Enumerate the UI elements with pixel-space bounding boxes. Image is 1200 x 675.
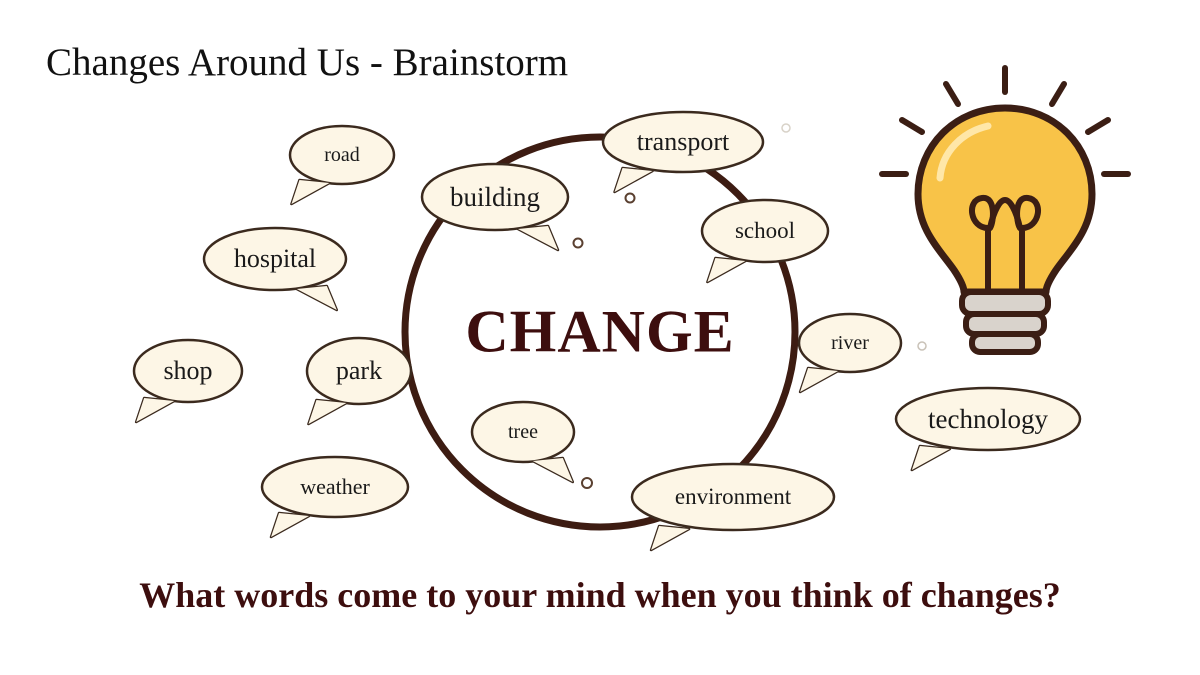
bubble-label: building <box>449 181 540 212</box>
speech-bubble-shape <box>797 312 903 394</box>
ring-dot <box>581 477 593 489</box>
speech-bubble-shape <box>288 124 396 206</box>
bubble-label: river <box>831 331 869 354</box>
ring-dot <box>624 192 636 204</box>
speech-bubble-technology: technology <box>894 386 1082 472</box>
speech-bubble-school: school <box>700 198 830 284</box>
bubble-label: weather <box>300 474 370 499</box>
speech-bubble-weather: weather <box>260 455 410 539</box>
ring-dot <box>781 123 791 133</box>
bubble-label: hospital <box>233 244 317 273</box>
bubble-label: road <box>324 143 360 166</box>
bubble-label: environment <box>674 484 792 509</box>
speech-bubble-shape <box>132 338 244 424</box>
bubble-label: park <box>335 356 383 385</box>
bubble-label: tree <box>508 420 538 443</box>
speech-bubble-river: river <box>797 312 903 394</box>
speech-bubble-shape <box>260 455 410 539</box>
speech-bubble-shape <box>305 336 413 426</box>
center-word: CHANGE <box>465 298 735 365</box>
speech-bubble-road: road <box>288 124 396 206</box>
speech-bubble-shape <box>601 110 765 194</box>
bubble-label: transport <box>636 127 730 156</box>
speech-bubble-shape <box>700 198 830 284</box>
speech-bubble-building: building <box>420 162 570 252</box>
ring-dot <box>572 237 584 249</box>
speech-bubble-tree: tree <box>470 400 576 484</box>
speech-bubble-hospital: hospital <box>202 226 348 312</box>
speech-bubble-shape <box>420 162 570 252</box>
speech-bubble-shop: shop <box>132 338 244 424</box>
speech-bubble-environment: environment <box>630 462 836 552</box>
bubble-label: shop <box>163 356 213 385</box>
guiding-question: What words come to your mind when you th… <box>139 575 1061 615</box>
speech-bubble-shape <box>894 386 1082 472</box>
lightbulb-icon <box>879 65 1131 355</box>
bubble-label: technology <box>928 403 1048 434</box>
page-title: Changes Around Us - Brainstorm <box>46 41 569 84</box>
speech-bubble-shape <box>202 226 348 312</box>
ring-dot <box>917 341 927 351</box>
speech-bubble-park: park <box>305 336 413 426</box>
speech-bubble-shape <box>470 400 576 484</box>
bubble-label: school <box>734 218 796 243</box>
speech-bubble-transport: transport <box>601 110 765 194</box>
speech-bubble-shape <box>630 462 836 552</box>
